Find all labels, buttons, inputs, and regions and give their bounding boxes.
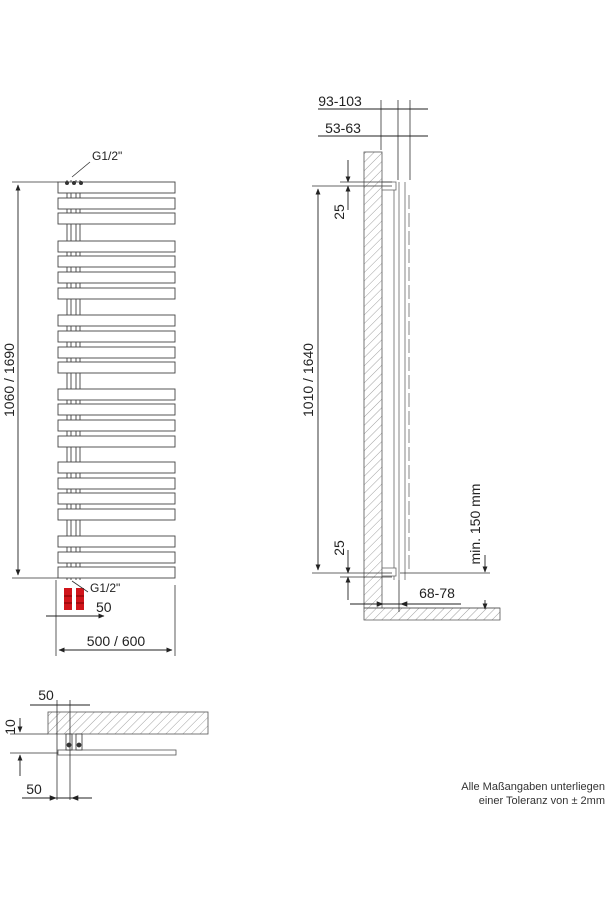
- top-view: 50 10 50: [2, 687, 209, 801]
- radiator-bar: [57, 477, 176, 490]
- radiator-bar: [57, 461, 176, 474]
- width-label: 500 / 600: [87, 633, 146, 649]
- radiator-bar: [57, 181, 176, 194]
- radiator-bar: [57, 403, 176, 416]
- bottom-offset-label: 25: [331, 540, 347, 556]
- radiator-bar: [57, 361, 176, 374]
- radiator-bar: [57, 535, 176, 548]
- valve-top-icon: [65, 733, 83, 751]
- radiator-bar: [57, 551, 176, 564]
- tolerance-note-line2: einer Toleranz von ± 2mm: [478, 795, 605, 807]
- height-label: 1060 / 1690: [1, 343, 17, 417]
- radiator-bar: [57, 314, 176, 327]
- radiator-bar: [57, 330, 176, 343]
- radiator-bar: [57, 566, 176, 579]
- thread-top-label: G1/2": [92, 149, 122, 163]
- valve-offset-label: 50: [96, 599, 112, 615]
- side-view: 93-103 53-63 1010 / 1640 25 25 68-78 min…: [300, 93, 501, 621]
- wall-section: [47, 711, 209, 735]
- radiator-depth-label: 53-63: [325, 120, 361, 136]
- pipe-spacing-label: 1010 / 1640: [300, 343, 316, 417]
- top-connection-dots: [65, 181, 83, 185]
- wall: [363, 151, 383, 609]
- radiator-bar: [57, 255, 176, 268]
- radiator-bar: [57, 287, 176, 300]
- radiator-bar: [57, 240, 176, 253]
- radiator-bars: [57, 181, 176, 579]
- thread-leader-bottom: [71, 580, 89, 593]
- radiator-bar: [57, 271, 176, 284]
- radiator-bar: [57, 388, 176, 401]
- radiator-side-profile: [381, 181, 410, 580]
- valve-icon: [64, 588, 84, 610]
- radiator-bar: [57, 197, 176, 210]
- total-depth-label: 93-103: [318, 93, 362, 109]
- wall-distance-label: 68-78: [419, 585, 455, 601]
- offset-side-label: 10: [2, 719, 18, 735]
- radiator-bar: [57, 508, 176, 521]
- radiator-bar: [57, 346, 176, 359]
- front-view: G1/2" G1/2" 1060 / 1690 50 500 / 600: [1, 149, 176, 656]
- radiator-top-bar: [57, 749, 177, 756]
- radiator-bar: [57, 419, 176, 432]
- tolerance-note-line1: Alle Maßangaben unterliegen: [461, 781, 605, 793]
- radiator-bar: [57, 435, 176, 448]
- thread-leader-top: [71, 161, 91, 178]
- thread-bottom-label: G1/2": [90, 581, 120, 595]
- offset-bottom-label: 50: [26, 781, 42, 797]
- floor: [363, 607, 501, 621]
- floor-clearance-label: min. 150 mm: [467, 484, 483, 565]
- radiator-bar: [57, 492, 176, 505]
- offset-top-label: 50: [38, 687, 54, 703]
- tolerance-note: Alle Maßangaben unterliegen einer Tolera…: [461, 780, 605, 808]
- radiator-bar: [57, 212, 176, 225]
- top-offset-label: 25: [331, 204, 347, 220]
